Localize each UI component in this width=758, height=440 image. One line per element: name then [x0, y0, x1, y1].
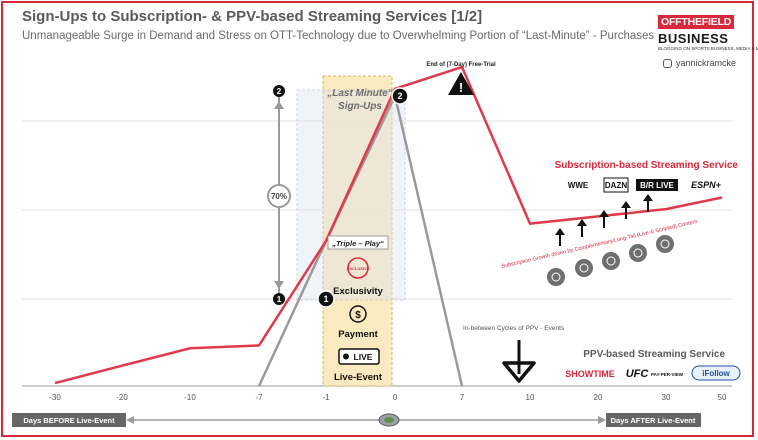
days-before-label: Days BEFORE Live-Event — [23, 416, 115, 425]
ppv-service-label: PPV-based Streaming Service — [583, 349, 725, 360]
ppv-logo-caption: PAY-PER-VIEW — [651, 372, 684, 377]
subscription-service-logos: WWE DAZN B/R LIVE ESPN+ — [568, 177, 722, 193]
sport-ball-icon — [575, 259, 593, 277]
series-ppv-line — [257, 92, 464, 387]
live-dot — [343, 353, 349, 360]
sport-ball-icon — [547, 268, 565, 286]
sport-ball-icon-detail — [579, 263, 589, 273]
pct-label: 70% — [271, 192, 287, 201]
bottom-axis-left-arrow — [126, 416, 134, 424]
live-badge-label: LIVE — [354, 352, 373, 362]
logo-tagline: BLOGGING ON SPORTS BUSINESS, MEDIA & MOR… — [658, 46, 758, 51]
exclusive-stamp-icon — [347, 257, 369, 279]
subscription-logo-espn: ESPN+ — [691, 180, 722, 190]
x-tick-label: -1 — [322, 393, 330, 402]
brand-logo: OFFTHEFIELD BUSINESS BLOGGING ON SPORTS … — [658, 12, 758, 54]
sport-ball-icon-detail — [551, 272, 561, 282]
marker-1-left — [273, 293, 285, 305]
inbetween-label: In-between Cycles of PPV - Events — [463, 325, 565, 332]
br-live-logo-bg — [636, 179, 678, 191]
exclusive-stamp-text: EXCLUSIVE — [347, 266, 370, 271]
marker-2-curve — [391, 87, 409, 105]
x-tick-label: 0 — [393, 393, 398, 402]
growth-arrow-head-down — [274, 281, 284, 289]
marker-1-curve — [317, 290, 335, 308]
author-handle: yannickramcke — [663, 58, 736, 68]
last-minute-label: „Last Minute“Sign-Ups — [326, 88, 393, 112]
subscription-logo-brlive: B/R LIVE — [640, 181, 674, 190]
sport-ball-icon-detail — [633, 248, 643, 258]
sport-ball-icon — [629, 244, 647, 262]
growth-arrow-head-up — [274, 101, 284, 109]
dazn-logo-border — [603, 177, 629, 193]
marker-2-left — [273, 85, 285, 97]
last-minute-band-border — [322, 75, 393, 387]
days-after-label: Days AFTER Live-Event — [611, 416, 696, 425]
up-arrow-icon — [621, 201, 631, 208]
sport-ball-icon-detail — [606, 256, 616, 266]
logo-line-2: BUSINESS — [658, 31, 729, 46]
showtime-logo: SHOWTIME — [565, 369, 615, 379]
live-event-label: Live-Event — [334, 372, 383, 383]
days-before-box — [12, 413, 126, 427]
subscription-service-label: Subscription-based Streaming Service — [555, 160, 739, 171]
chart-subtitle: Unmanageable Surge in Demand and Stress … — [22, 30, 655, 42]
growth-up-arrows — [527, 194, 668, 246]
payment-icon-glyph: $ — [355, 310, 361, 321]
x-tick-label: -30 — [49, 393, 61, 402]
days-after-box — [606, 413, 701, 427]
marker-2-left-label: 2 — [277, 87, 282, 96]
down-arrow-icon — [502, 361, 536, 383]
exclusivity-label: Exclusivity — [333, 286, 383, 297]
payment-icon — [349, 305, 367, 323]
x-tick-label: 20 — [594, 393, 603, 402]
x-tick-label: 7 — [460, 393, 465, 402]
subscription-logo-dazn: DAZN — [605, 181, 627, 190]
up-arrow-icon — [643, 194, 653, 201]
x-tick-label: 50 — [718, 393, 727, 402]
payment-label: Payment — [338, 329, 378, 340]
warning-icon — [448, 72, 474, 95]
x-tick-label: -10 — [184, 393, 196, 402]
x-tick-label: -20 — [116, 393, 128, 402]
bottom-axis-right-arrow — [598, 416, 606, 424]
x-tick-label: 10 — [526, 393, 535, 402]
subscription-logo-wwe: WWE — [568, 181, 589, 190]
ufc-logo: UFC — [626, 368, 650, 380]
free-trial-label: End of (7-Day) Free-Trial — [426, 62, 496, 68]
sport-ball-icon — [602, 252, 620, 270]
up-arrow-icon — [599, 210, 609, 217]
ifollow-logo-bg — [691, 365, 741, 381]
logo-line-1: OFFTHEFIELD — [658, 15, 735, 29]
marker-2-curve-label: 2 — [397, 91, 402, 101]
up-arrow-icon — [555, 228, 565, 235]
sport-ball-icon-detail — [660, 239, 670, 249]
up-arrow-icon — [577, 219, 587, 226]
marker-1-curve-label: 1 — [323, 294, 328, 304]
triple-play-box — [327, 235, 389, 250]
instagram-icon — [663, 59, 672, 68]
x-tick-label: 30 — [662, 393, 671, 402]
growth-trend — [527, 203, 668, 229]
sport-ball-icon — [656, 235, 674, 253]
pct-badge — [267, 184, 291, 208]
chart-title: Sign-Ups to Subscription- & PPV-based St… — [22, 8, 483, 25]
handle-text: yannickramcke — [676, 58, 737, 68]
stadium-icon-pitch — [384, 417, 394, 423]
content-category-icons — [547, 235, 674, 286]
warning-icon-mark: ! — [459, 80, 463, 95]
live-badge-icon — [338, 348, 380, 365]
ifollow-logo: iFollow — [702, 369, 730, 378]
triple-play-label: „Triple – Play“ — [331, 239, 384, 248]
x-tick-label: -7 — [255, 393, 263, 402]
marker-1-left-label: 1 — [277, 295, 282, 304]
